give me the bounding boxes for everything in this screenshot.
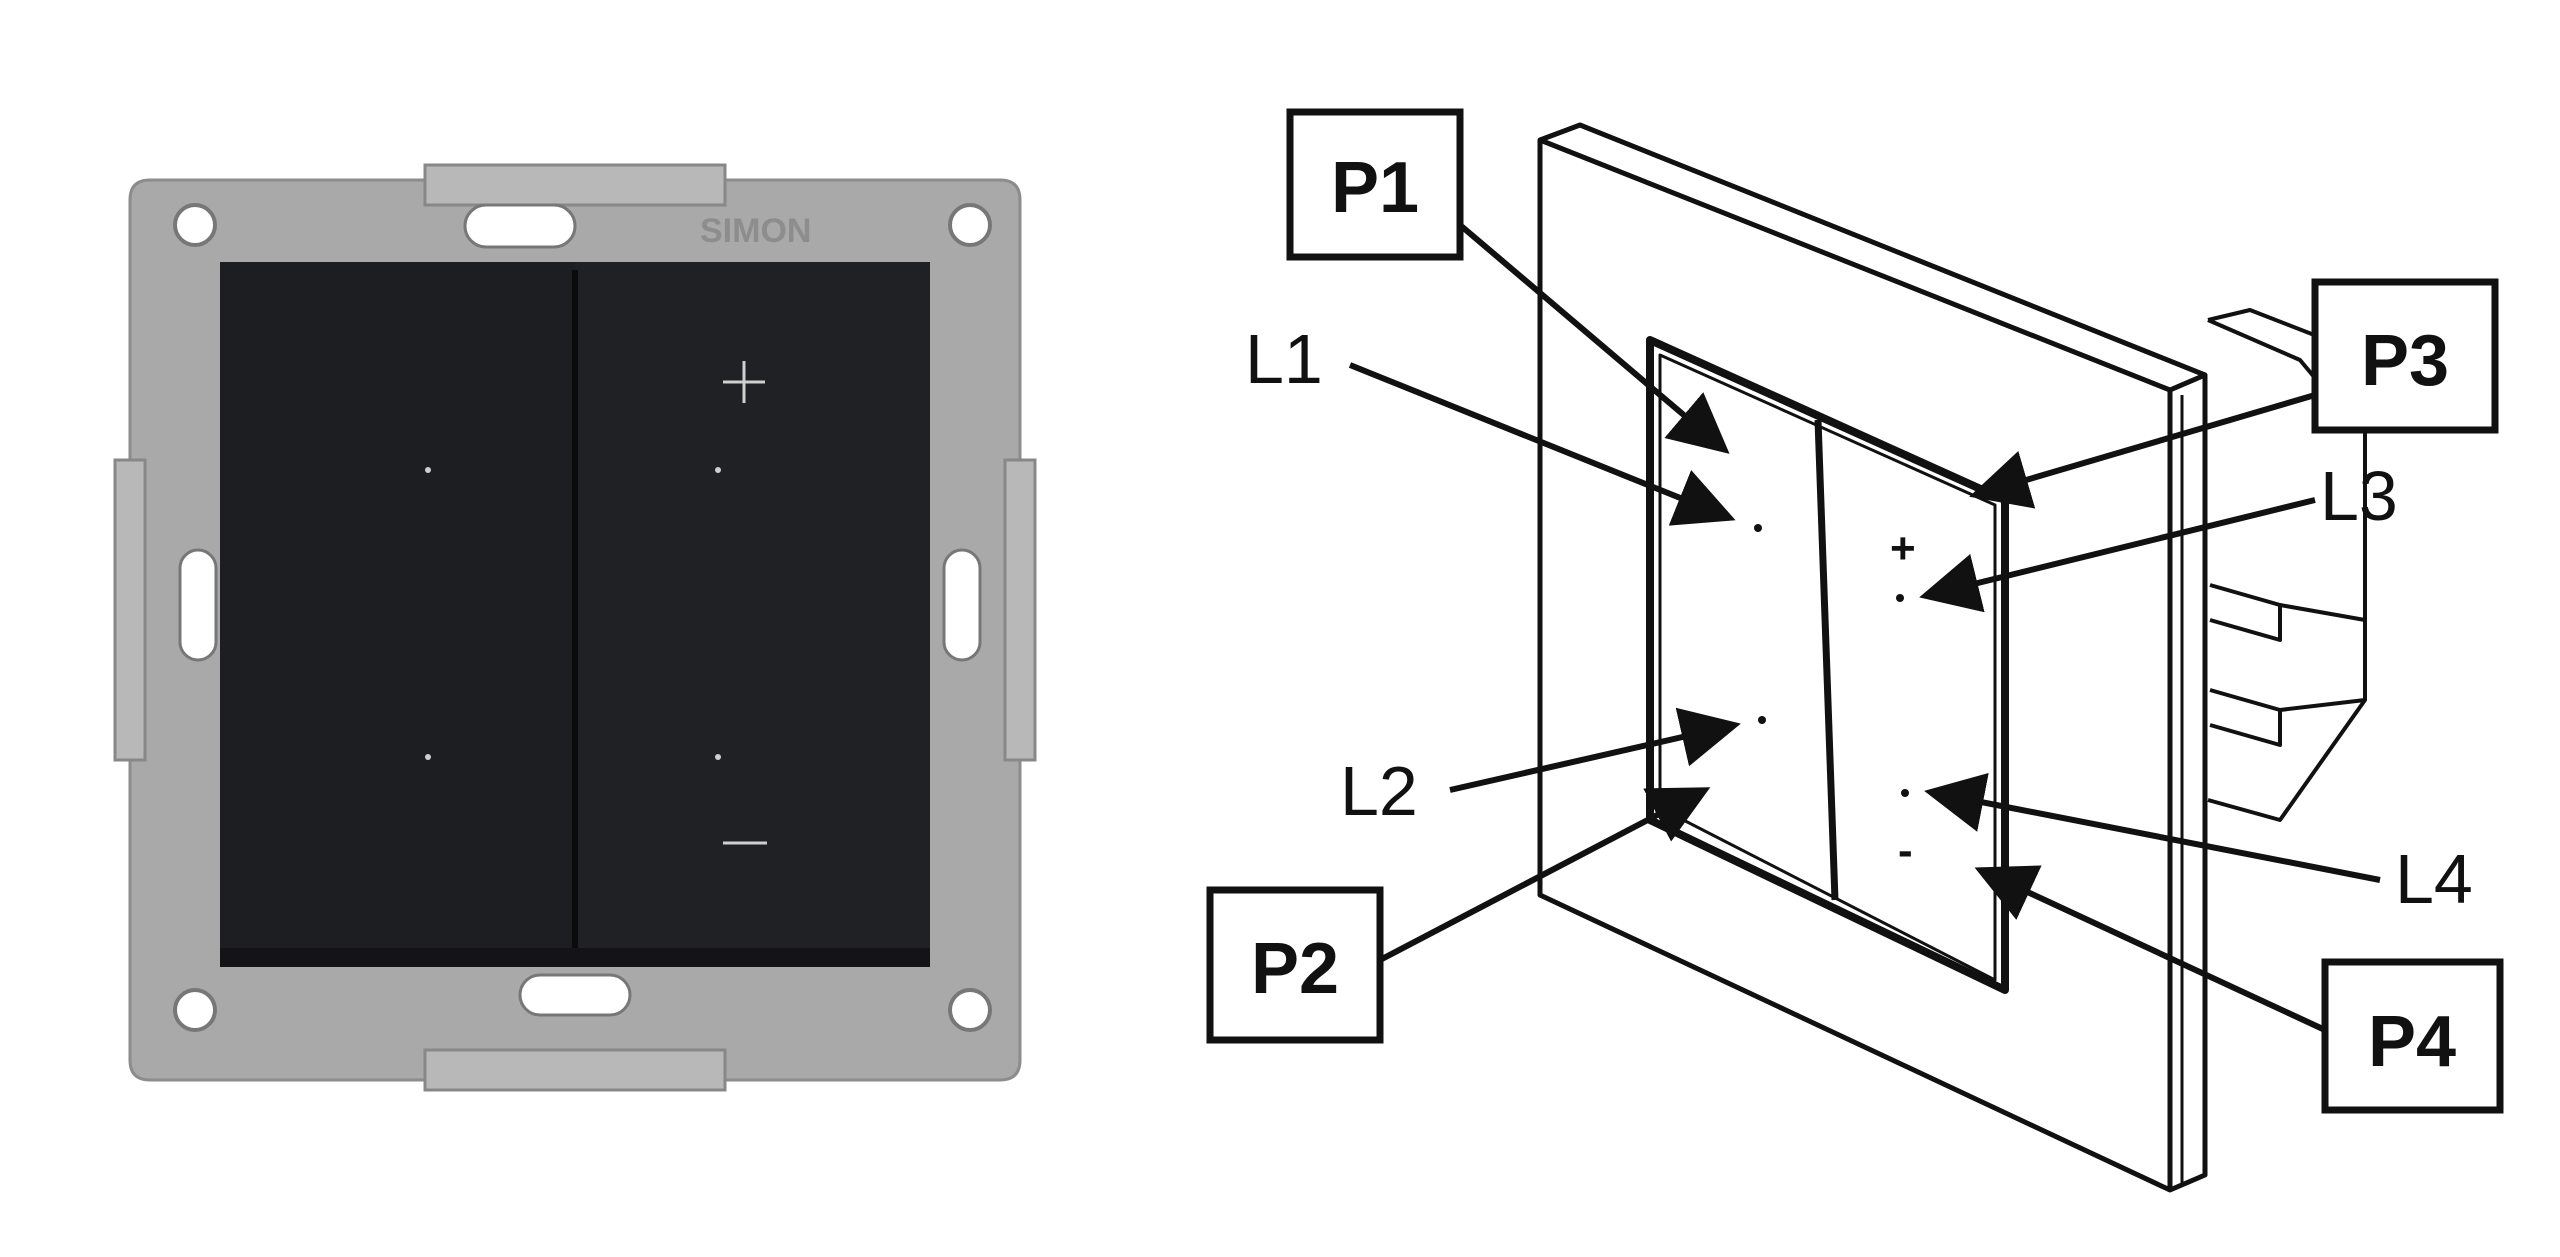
minus-symbol: -	[1898, 826, 1913, 875]
label-l2: L2	[1340, 752, 1418, 830]
led-dot-l1	[1754, 524, 1762, 532]
rocker-frame	[1646, 336, 2009, 994]
right-rocker	[575, 262, 930, 967]
arrow-l1	[1348, 362, 1736, 526]
led-dot-l2	[1758, 716, 1766, 724]
switch-faces	[220, 262, 930, 967]
label-box-p3: P3	[2311, 278, 2499, 434]
brand-mark: SIMON	[700, 212, 811, 250]
label-p3: P3	[2361, 321, 2449, 401]
label-box-p2: P2	[1206, 886, 1384, 1044]
screw-hole-icon	[948, 203, 992, 247]
plus-symbol: +	[1890, 524, 1916, 573]
switch-photo: SIMON	[0, 0, 1130, 1257]
arrow-l3	[1919, 497, 2316, 613]
switch-diagram: + - P1 P2 P3 P4 L1 L2 L3 L4	[1130, 0, 2560, 1257]
label-p2: P2	[1251, 929, 1339, 1009]
led-dot	[425, 467, 431, 473]
screw-hole-icon	[173, 988, 217, 1032]
label-l4: L4	[2395, 840, 2473, 918]
switch-diagram-svg: + - P1 P2 P3 P4 L1 L2 L3 L4	[1206, 108, 2504, 1193]
arrow-p2	[1378, 787, 1711, 963]
led-dot	[425, 754, 431, 760]
arrow-p4	[1974, 865, 2327, 1033]
switch-photo-svg: SIMON	[113, 163, 1037, 1092]
led-dot	[715, 754, 721, 760]
led-dot-l3	[1896, 594, 1904, 602]
label-l1: L1	[1245, 320, 1323, 398]
arrow-l2	[1449, 707, 1741, 793]
label-box-p4: P4	[2321, 958, 2504, 1114]
screw-hole-icon	[948, 988, 992, 1032]
left-rocker	[220, 262, 575, 967]
label-l3: L3	[2320, 457, 2398, 535]
led-dot-l4	[1901, 789, 1909, 797]
led-dot	[715, 467, 721, 473]
arrow-p1	[1458, 222, 1730, 454]
plus-icon	[723, 361, 765, 403]
label-box-p1: P1	[1286, 108, 1464, 261]
arrow-p3	[1969, 392, 2316, 509]
label-p4: P4	[2368, 1002, 2456, 1082]
label-p1: P1	[1331, 148, 1419, 228]
arrow-l4	[1924, 772, 2381, 883]
screw-hole-icon	[173, 203, 217, 247]
